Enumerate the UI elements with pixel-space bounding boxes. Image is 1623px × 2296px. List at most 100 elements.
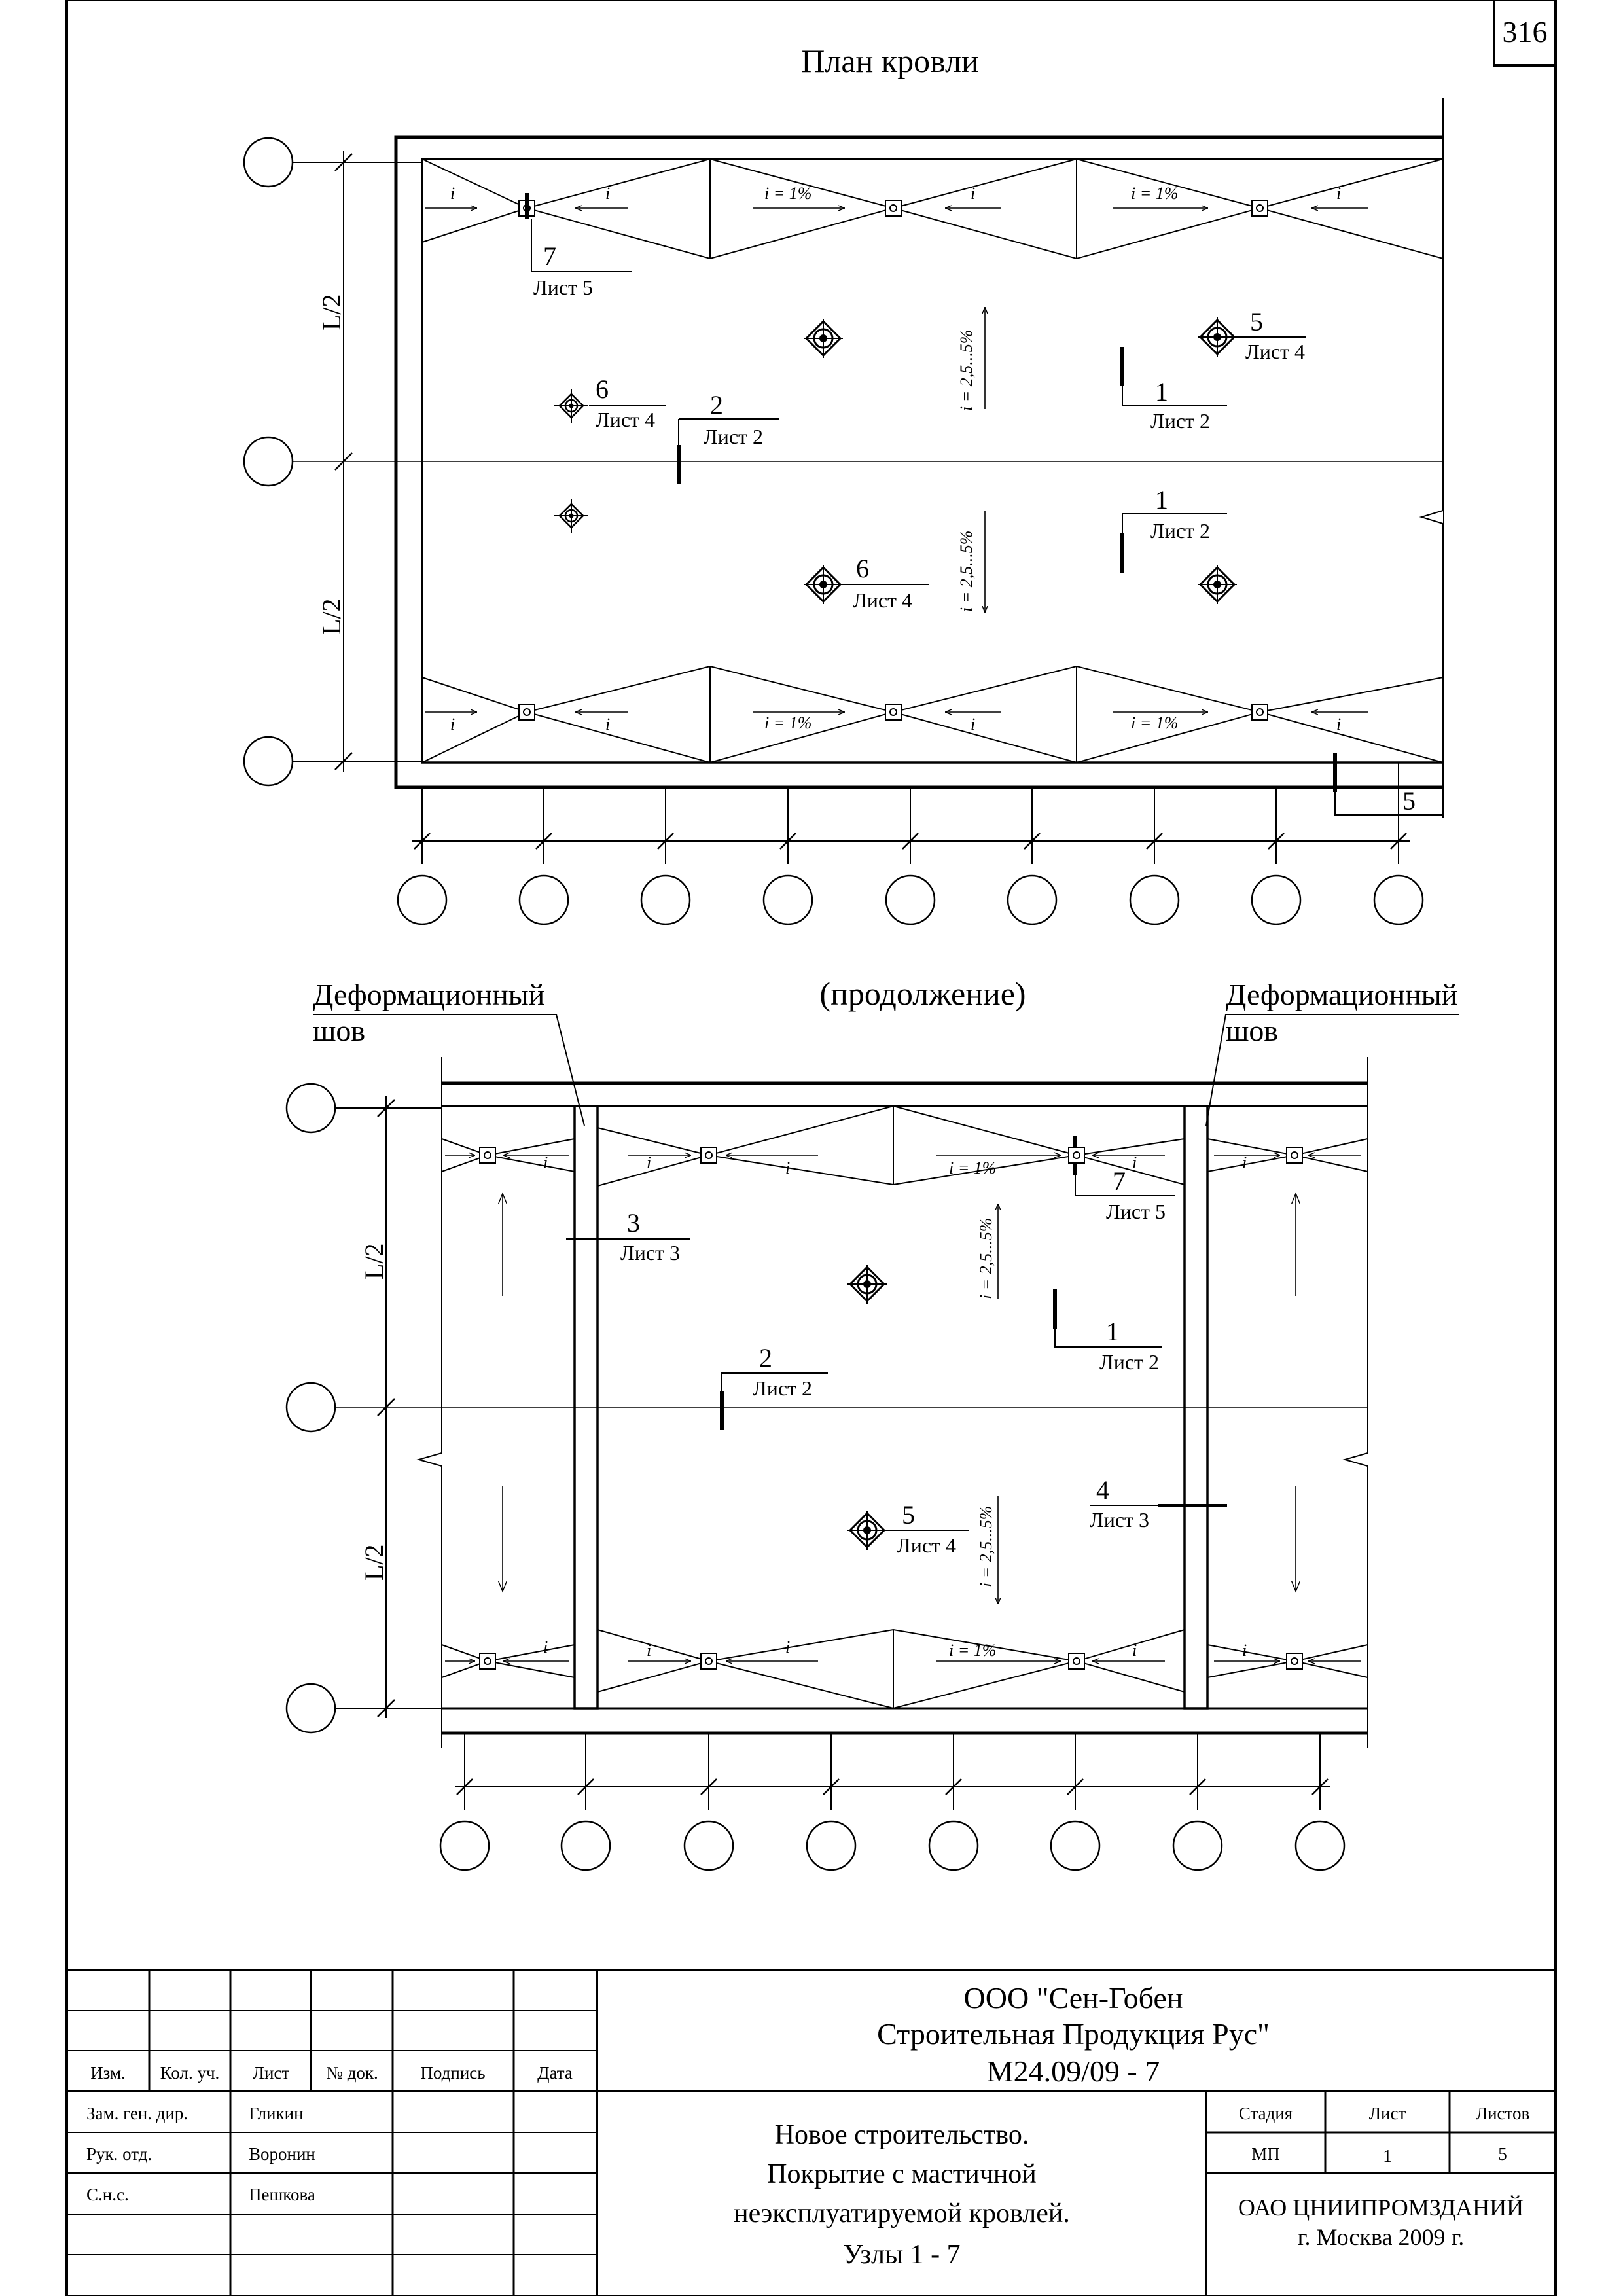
slope-label: i	[605, 184, 610, 203]
main-slope-label: i = 2,5...5%	[976, 1506, 995, 1587]
title-block	[67, 1969, 1556, 2296]
slope-valley-label: i = 1%	[764, 713, 812, 732]
slope-label: i	[543, 1153, 548, 1172]
callout-mark-7: 7	[1113, 1166, 1126, 1196]
callout-ref-sheet3: Лист 3	[620, 1241, 680, 1265]
tb-sheets-header: Листов	[1476, 2104, 1529, 2123]
tb-org-line1: ООО "Сен-Гобен	[964, 1981, 1183, 2015]
slope-valley-label: i = 1%	[764, 184, 812, 203]
callout-ref-sheet2: Лист 2	[1150, 409, 1210, 433]
callout-ref-sheet2: Лист 2	[704, 425, 763, 448]
callout-ref-sheet2: Лист 2	[1099, 1350, 1159, 1374]
axis-bubble-a2	[285, 1083, 336, 1134]
callout-mark-6: 6	[596, 374, 609, 404]
callout-ref-sheet2: Лист 2	[753, 1376, 812, 1400]
callout-ref-sheet5: Лист 5	[1106, 1200, 1166, 1223]
slope-label: i	[647, 1641, 651, 1660]
expansion-joint-label-left-2: шов	[313, 1014, 365, 1047]
callout-ref-sheet3: Лист 3	[1090, 1508, 1149, 1532]
callout-ref-sheet4: Лист 4	[596, 408, 655, 431]
parapet-outline	[394, 135, 1443, 789]
slope-label: i	[971, 184, 975, 203]
tb-desc-line1: Новое строительство.	[775, 2120, 1029, 2150]
plan-title: План кровли	[801, 43, 978, 79]
tb-col-header: Подпись	[420, 2063, 485, 2083]
roof-edge-outline	[421, 158, 1443, 764]
sheet-frame	[65, 0, 1557, 2296]
callout-ref-sheet4: Лист 4	[853, 588, 912, 612]
valley-zone-bottom	[421, 665, 1444, 713]
column-axis-bubbles	[397, 874, 1424, 925]
callout-mark-2: 2	[759, 1343, 772, 1372]
tb-col-header: Кол. уч.	[160, 2063, 220, 2083]
tb-role: Рук. отд.	[86, 2144, 152, 2164]
tb-name: Гликин	[249, 2104, 304, 2123]
callout-mark-7: 7	[543, 242, 556, 271]
tb-col-header: № док.	[326, 2063, 378, 2083]
sheet-number-box	[1493, 0, 1557, 67]
tb-doc-code: М24.09/09 - 7	[987, 2054, 1160, 2088]
axis-bubble-b2	[285, 1382, 336, 1433]
callout-mark-1: 1	[1106, 1317, 1119, 1346]
tb-col-header: Дата	[537, 2063, 573, 2083]
valley-zone-top	[421, 207, 1444, 260]
tb-sheet-value: 1	[1383, 2146, 1392, 2166]
tb-designer-line2: г. Москва 2009 г.	[1298, 2224, 1464, 2250]
break-mark	[1419, 504, 1444, 530]
slope-label: i	[785, 1638, 790, 1657]
expansion-joint-label-right: Деформационный	[1226, 978, 1457, 1011]
axis-bubble-c	[243, 736, 294, 787]
slope-label: i	[1242, 1641, 1247, 1660]
tb-desc-line2: Покрытие с мастичной	[767, 2159, 1037, 2189]
slope-label: i	[785, 1158, 790, 1177]
tb-col-header: Лист	[253, 2063, 290, 2083]
callout-ref-sheet4: Лист 4	[897, 1534, 956, 1557]
slope-label: i	[1336, 715, 1341, 734]
callout-mark-3: 3	[627, 1208, 640, 1238]
tb-name: Воронин	[249, 2144, 315, 2164]
slope-label: i	[1336, 184, 1341, 203]
callout-mark-2: 2	[710, 390, 723, 420]
callout-ref-sheet5: Лист 5	[533, 276, 593, 299]
tb-role: Зам. ген. дир.	[86, 2104, 188, 2123]
half-span-label: L/2	[359, 1243, 389, 1280]
tb-col-header: Изм.	[90, 2063, 126, 2083]
slope-label: i	[605, 715, 610, 734]
callout-mark-4: 4	[1096, 1475, 1109, 1505]
slope-label: i	[1132, 1641, 1137, 1660]
tb-stage-value: МП	[1251, 2144, 1280, 2164]
sheet-number: 316	[1503, 15, 1548, 48]
slope-valley-label: i = 1%	[949, 1158, 996, 1177]
main-slope-label: i = 2,5...5%	[957, 531, 976, 612]
tb-name: Пешкова	[249, 2185, 315, 2204]
tb-role: С.н.с.	[86, 2185, 129, 2204]
tb-desc-line4: Узлы 1 - 7	[843, 2240, 960, 2270]
callouts-upper	[525, 193, 1443, 816]
axis-bubble-a	[243, 137, 294, 188]
expansion-joint-label-left: Деформационный	[313, 978, 544, 1011]
slope-valley-label: i = 1%	[949, 1641, 996, 1660]
continuation-title: (продолжение)	[819, 975, 1026, 1012]
slope-label: i	[971, 715, 975, 734]
slope-label: i	[1132, 1153, 1137, 1172]
slope-label: i	[647, 1153, 651, 1172]
lower-plan	[285, 1014, 1459, 1871]
callout-mark-1: 1	[1155, 377, 1168, 406]
tb-sheets-value: 5	[1498, 2144, 1507, 2164]
expansion-joint-label-right-2: шов	[1226, 1014, 1278, 1047]
tb-stage-header: Стадия	[1239, 2104, 1293, 2123]
callout-mark-5: 5	[902, 1500, 915, 1530]
callout-ref-sheet4: Лист 4	[1245, 340, 1305, 363]
tb-sheet-header: Лист	[1369, 2104, 1406, 2123]
callout-mark-1: 1	[1155, 485, 1168, 514]
tb-designer-line1: ОАО ЦНИИПРОМЗДАНИЙ	[1238, 2195, 1524, 2221]
callout-mark-5: 5	[1250, 307, 1263, 336]
axis-bubble-b	[243, 436, 294, 487]
tb-org-line2: Строительная Продукция Рус"	[877, 2017, 1270, 2051]
column-ticks	[421, 762, 1399, 864]
main-slope-label: i = 2,5...5%	[976, 1218, 995, 1299]
slope-valley-label: i = 1%	[1131, 184, 1178, 203]
slope-label: i	[1242, 1153, 1247, 1172]
slope-label: i	[450, 184, 455, 203]
